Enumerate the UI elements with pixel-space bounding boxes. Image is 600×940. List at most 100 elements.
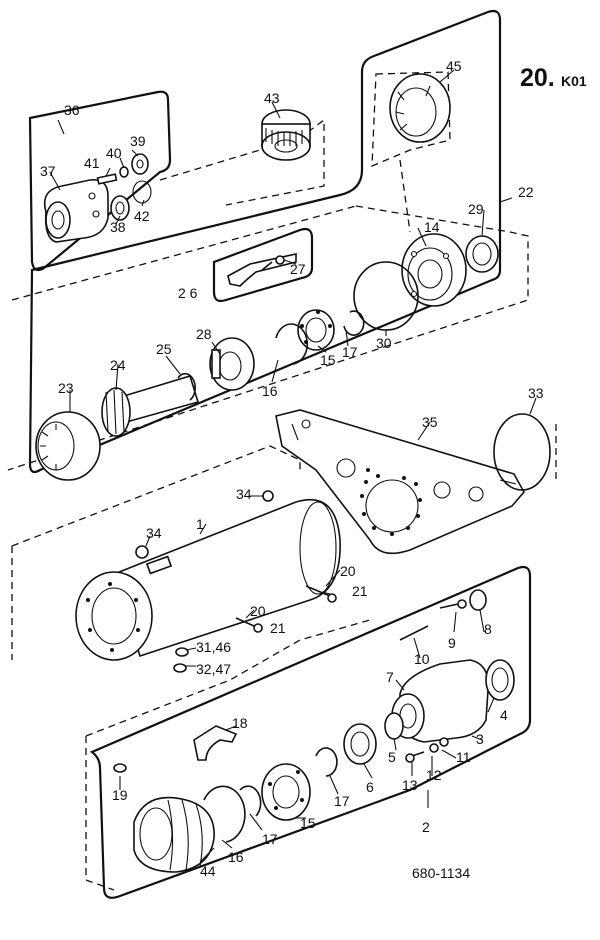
label-34-upper: 34: [236, 486, 252, 502]
dashed-frame-22: [7, 205, 529, 471]
snap-ring-16-lower: [203, 785, 246, 843]
label-17-lower-b: 17: [262, 831, 278, 847]
o-ring-33: [493, 413, 551, 491]
label-32-47: 32,47: [196, 661, 231, 677]
label-8: 8: [484, 621, 492, 637]
hub-3: [391, 659, 489, 743]
ring-gear-45: [389, 73, 451, 143]
section-subcode: K01: [561, 73, 587, 89]
screw-13: [405, 751, 425, 763]
axle-tube-1: [75, 498, 341, 661]
dashed-leader-45: [399, 159, 411, 233]
label-15-lower: 15: [300, 815, 316, 831]
label-31-46: 31,46: [196, 639, 231, 655]
circlip-17-lower-b: [239, 785, 262, 817]
internal-gear-23: [35, 411, 101, 481]
label-1: 1: [196, 516, 204, 532]
label-21-lower: 21: [270, 620, 286, 636]
bearing-15-lower: [261, 763, 311, 821]
label-4: 4: [500, 707, 508, 723]
leader-lines: [49, 69, 537, 863]
label-18: 18: [232, 715, 248, 731]
label-30: 30: [376, 335, 392, 351]
label-14: 14: [424, 219, 440, 235]
label-40: 40: [106, 145, 122, 161]
label-24: 24: [110, 357, 126, 373]
screw-20-21-upper: [305, 585, 337, 603]
label-17-upper: 17: [342, 344, 358, 360]
label-25: 25: [156, 341, 172, 357]
label-7: 7: [386, 669, 394, 685]
seal-5: [384, 712, 404, 740]
circlip-17-upper: [343, 310, 365, 336]
label-11: 11: [456, 749, 471, 765]
gear-8: [469, 589, 487, 611]
label-5: 5: [388, 749, 396, 765]
label-26: 2 6: [178, 285, 198, 301]
drive-shaft-24: [101, 375, 200, 437]
dashed-frame-45: [371, 71, 451, 167]
label-38: 38: [110, 219, 126, 235]
plug-32-47: [173, 663, 187, 673]
sun-gear-43: [261, 109, 311, 161]
nut-34-lower: [135, 545, 149, 559]
label-16-upper: 16: [262, 383, 278, 399]
label-9: 9: [448, 635, 456, 651]
label-44: 44: [200, 863, 216, 879]
label-45: 45: [446, 58, 462, 74]
nut-34-upper: [262, 490, 274, 502]
dashed-frame-lower: [85, 619, 371, 891]
section-number: 20.: [520, 64, 555, 92]
bellows-44: [133, 796, 215, 873]
callout-labels: 36 43 45 37 41 40 39 38 42 22 29 14 27 2…: [40, 58, 544, 879]
carrier-housing-14: [401, 233, 467, 307]
label-21-upper: 21: [352, 583, 368, 599]
label-43: 43: [264, 90, 280, 106]
circlip-25: [177, 372, 196, 401]
planet-carrier-37: [43, 179, 109, 243]
snap-ring-16-upper: [275, 323, 309, 365]
label-19: 19: [112, 787, 128, 803]
planet-gear-39: [131, 153, 149, 175]
label-2: 2: [422, 819, 430, 835]
label-41: 41: [84, 155, 100, 171]
needle-bearing-40: [119, 166, 129, 178]
circlip-17-lower-a: [315, 747, 338, 777]
label-36: 36: [64, 102, 80, 118]
label-20-upper: 20: [340, 563, 356, 579]
bolt-27: [261, 261, 273, 271]
label-16-lower: 16: [228, 849, 244, 865]
oil-seal-29: [465, 235, 499, 273]
group-frame-26: [212, 227, 314, 303]
label-35: 35: [422, 414, 438, 430]
shift-fork-18: [193, 725, 238, 761]
label-42: 42: [134, 208, 150, 224]
pin-10: [399, 625, 429, 641]
shift-sleeve-28: [209, 337, 255, 391]
bearing-6: [343, 723, 377, 765]
label-20-lower: 20: [250, 603, 266, 619]
label-22: 22: [518, 184, 534, 200]
label-37: 37: [40, 163, 56, 179]
group-frame-2: [89, 565, 532, 899]
ring-gear-4: [485, 659, 515, 701]
plug-31-46: [175, 647, 189, 657]
label-10: 10: [414, 651, 430, 667]
dashed-frame-tube: [11, 424, 557, 660]
bolt-11-12: [429, 737, 449, 753]
bracket-plate-35: [275, 409, 525, 555]
washer-38: [110, 195, 130, 221]
label-27: 27: [290, 261, 306, 277]
label-13: 13: [402, 777, 418, 793]
label-23: 23: [58, 380, 74, 396]
bolt-19: [113, 763, 127, 773]
shaft-41: [96, 173, 118, 185]
label-15-upper: 15: [320, 352, 336, 368]
label-3: 3: [476, 731, 484, 747]
drawing-number: 680-1134: [412, 865, 470, 881]
group-frame-upper-gearbox: [28, 9, 502, 474]
label-17-lower-a: 17: [334, 793, 350, 809]
label-29: 29: [468, 201, 484, 217]
label-6: 6: [366, 779, 374, 795]
